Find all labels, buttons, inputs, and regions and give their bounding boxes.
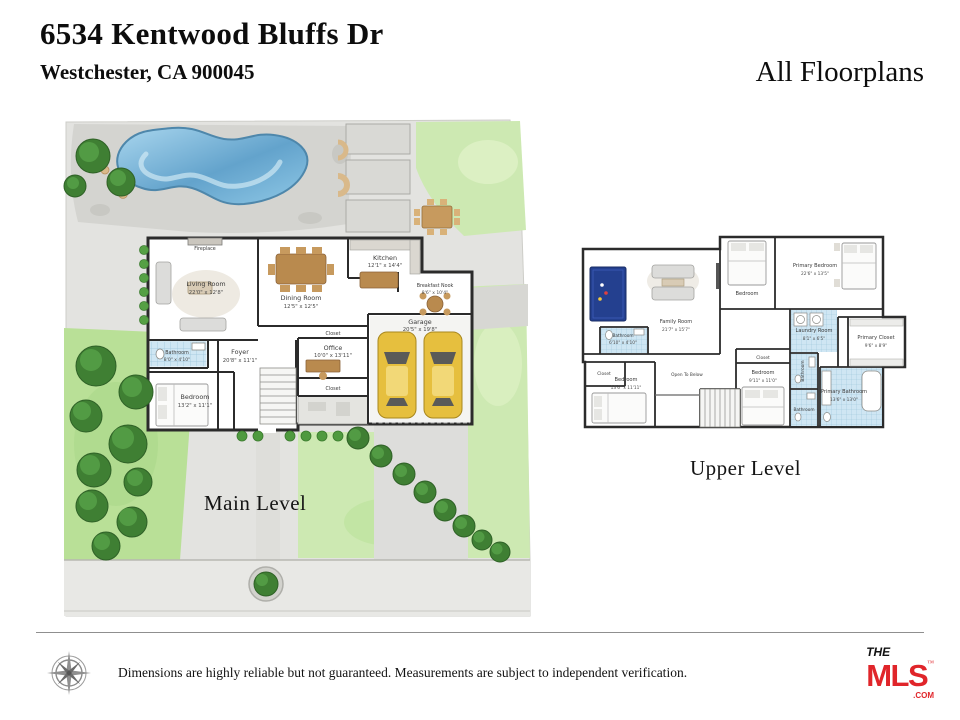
bed-upper-top	[727, 240, 767, 286]
room-name-label: Primary Bathroom	[821, 389, 867, 395]
staircase-upper	[699, 388, 741, 428]
property-address: 6534 Kentwood Bluffs Dr	[40, 16, 384, 51]
living-room-furniture	[155, 237, 240, 332]
room-name-label: Closet	[326, 386, 341, 392]
room-dims-label: 20'5" x 19'8"	[403, 327, 438, 333]
room-name-label: Living Room	[186, 280, 225, 288]
room-name-label: Kitchen	[373, 254, 397, 262]
room-name-label: Foyer	[231, 348, 249, 356]
room-name-label: Bedroom	[181, 393, 210, 401]
mls-logo-com: .COM	[913, 691, 934, 700]
room-dims-label: 10'0" x 13'11"	[314, 353, 352, 359]
room-name-label: Bedroom	[735, 291, 758, 297]
footer-divider	[36, 632, 924, 633]
staircase-main	[259, 367, 297, 425]
room-dims-label: 9'6" x 8'9"	[865, 343, 888, 349]
room-name-label: Fireplace	[194, 246, 216, 252]
bathtub	[861, 370, 882, 412]
office-furniture	[305, 359, 341, 380]
upper-level-label: Upper Level	[690, 456, 802, 480]
room-name-label: Laundry Room	[796, 328, 833, 334]
room-name-label: Family Room	[660, 319, 693, 325]
dining-room-furniture	[268, 247, 334, 292]
room-dims-label: 8'6" x 10'4"	[422, 290, 448, 296]
room-name-label: Bedroom	[751, 370, 774, 376]
house-upper: Family Room 21'7" x 15'7" Bedroom Primar…	[581, 235, 907, 429]
house-main: Fireplace Living Room 22'0" x 12'8" Dini…	[146, 236, 474, 433]
property-city-state-zip: Westchester, CA 900045	[40, 60, 255, 84]
front-door-opening	[258, 427, 276, 433]
room-name-label: Breakfast Nook	[417, 283, 454, 289]
kitchen-fixtures	[349, 239, 421, 289]
room-dims-label: 6'10" x 4'10"	[609, 340, 637, 346]
room-dims-label: 20'8" x 11'1"	[223, 358, 258, 364]
page-title: All Floorplans	[755, 56, 924, 88]
mls-logo: THE MLS™ .COM	[866, 644, 934, 700]
room-name-label: Primary Closet	[857, 335, 894, 341]
room-dims-label: 12'5" x 12'5"	[284, 304, 319, 310]
driveway-paths	[64, 284, 530, 616]
room-dims-label: 8'1" x 6'5"	[803, 336, 826, 342]
fireplace	[187, 237, 223, 246]
room-name-label: Primary Bedroom	[793, 263, 837, 269]
room-name-label: Bathroom	[800, 360, 806, 381]
bed-upper-mid	[741, 386, 785, 426]
disclaimer-text: Dimensions are highly reliable but not g…	[118, 665, 688, 680]
room-name-label: Garage	[408, 318, 431, 326]
upper-bath-fixtures	[605, 312, 904, 422]
room-dims-label: 22'0" x 12'8"	[189, 290, 224, 296]
car-left	[377, 331, 417, 419]
breakfast-nook-furniture	[419, 292, 451, 316]
room-dims-label: 12'1" x 14'4"	[368, 263, 403, 269]
mls-logo-tm: ™	[927, 659, 934, 667]
room-dims-label: 21'7" x 15'7"	[662, 327, 690, 333]
compass-icon	[47, 651, 91, 695]
room-name-label: Bathroom	[165, 350, 189, 356]
family-room-furniture	[589, 263, 719, 322]
main-bathroom-fixtures	[150, 341, 207, 367]
room-name-label: Bedroom	[614, 377, 637, 383]
pool-table	[589, 266, 627, 322]
room-dims-label: 13'6" x 13'0"	[830, 397, 858, 403]
room-name-label: Bathroom	[793, 407, 814, 413]
room-dims-label: 22'6" x 13'5"	[801, 271, 829, 277]
main-level-label: Main Level	[204, 491, 307, 515]
room-name-label: Closet	[326, 331, 341, 337]
room-dims-label: 13'6" x 11'11"	[611, 385, 642, 391]
room-name-label: Office	[324, 344, 343, 352]
street-tree-in-circle	[248, 566, 284, 602]
trees-and-shrubs	[63, 138, 511, 602]
room-name-label: Closet	[756, 355, 770, 361]
rear-porch	[297, 395, 369, 425]
room-name-label: Open To Below	[671, 372, 703, 378]
bed-primary	[834, 242, 877, 290]
mls-logo-the: THE	[866, 645, 891, 659]
bed-upper-left	[591, 392, 647, 424]
outdoor-dining-set	[414, 199, 460, 235]
room-name-label: Closet	[597, 371, 611, 377]
main-level-floorplan: Fireplace Living Room 22'0" x 12'8" Dini…	[63, 119, 531, 617]
mls-logo-mls: MLS	[866, 658, 928, 693]
upper-level-floorplan: Family Room 21'7" x 15'7" Bedroom Primar…	[581, 235, 907, 429]
room-dims-label: 8'0" x 4'10"	[164, 357, 190, 363]
tv	[716, 263, 719, 289]
patio-structures	[337, 123, 411, 233]
room-name-label: Dining Room	[281, 294, 322, 302]
room-name-label: Bathroom	[612, 333, 633, 339]
room-dims-label: 9'11" x 11'0"	[749, 378, 777, 384]
room-dims-label: 13'2" x 11'1"	[178, 403, 213, 409]
kitchen-island	[359, 271, 399, 289]
car-right	[423, 331, 463, 419]
bedroom-bed-main	[155, 383, 209, 427]
